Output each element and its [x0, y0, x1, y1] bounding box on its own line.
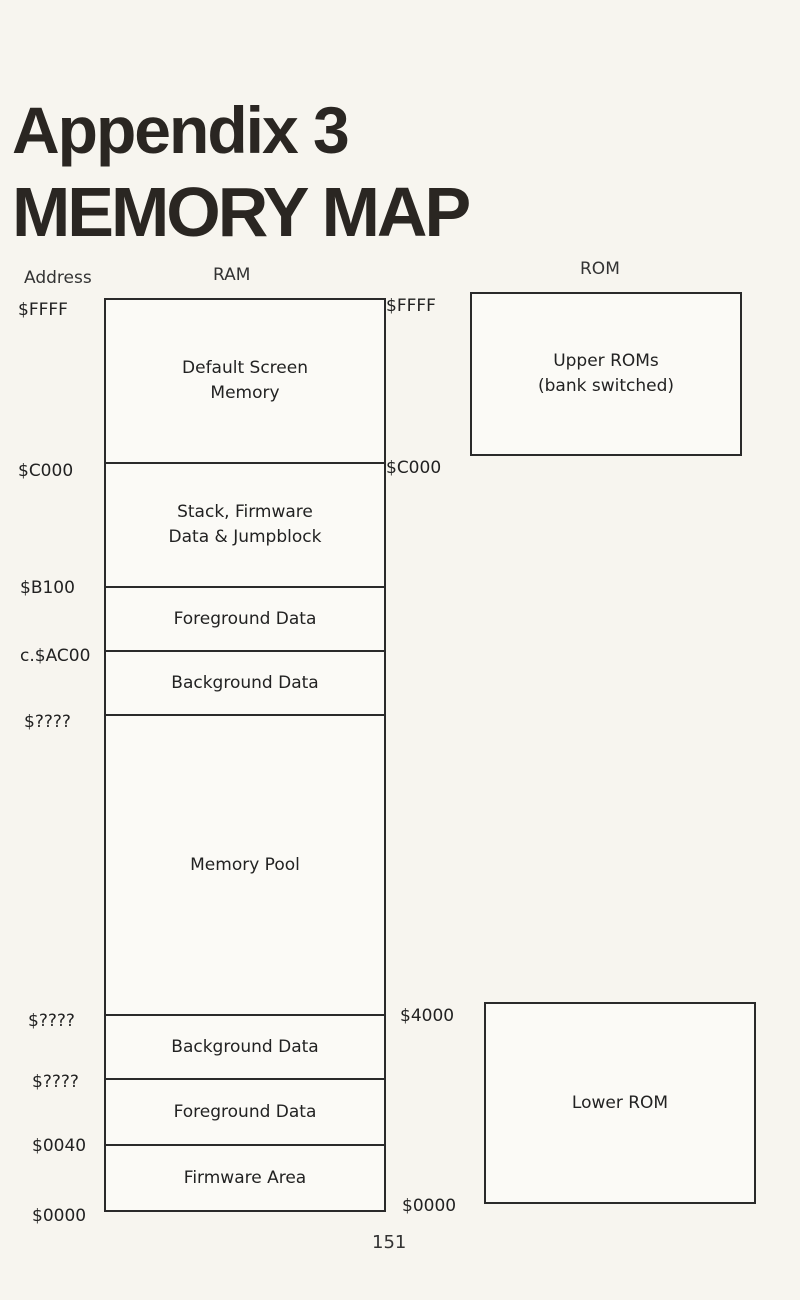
appendix-title: Appendix 3 — [12, 93, 350, 167]
rom-address-label: $4000 — [400, 1006, 455, 1026]
address-column-header: Address — [24, 268, 92, 288]
ram-address-label: $???? — [24, 712, 71, 732]
ram-address-label: $0000 — [32, 1206, 87, 1226]
ram-region-firmware-area: Firmware Area — [106, 1144, 384, 1210]
upper-rom-label: Upper ROMs (bank switched) — [537, 351, 675, 396]
memory-map-title: MEMORY MAP — [12, 173, 471, 251]
upper-rom-block: Upper ROMs (bank switched) — [470, 292, 742, 456]
ram-address-label: $0040 — [32, 1136, 87, 1156]
ram-block: Default Screen Memory Stack, Firmware Da… — [104, 298, 386, 1212]
ram-address-label: $C000 — [18, 461, 74, 481]
ram-region-default-screen-memory: Default Screen Memory — [182, 358, 308, 403]
ram-region-background-data-lower: Background Data — [106, 1014, 384, 1078]
ram-column-header: RAM — [213, 265, 251, 285]
ram-region-memory-pool: Memory Pool — [106, 714, 384, 1014]
lower-rom-label: Lower ROM — [571, 1092, 669, 1113]
rom-address-label: $FFFF — [386, 296, 436, 316]
rom-address-label: $C000 — [386, 458, 442, 478]
ram-region-foreground-data-upper: Foreground Data — [106, 586, 384, 650]
rom-address-label: $0000 — [402, 1196, 457, 1216]
ram-region-background-data-upper: Background Data — [106, 650, 384, 714]
ram-region-stack-firmware-data: Stack, Firmware Data & Jumpblock — [106, 462, 384, 586]
ram-region-foreground-data-lower: Foreground Data — [106, 1078, 384, 1144]
ram-address-label: $???? — [28, 1011, 75, 1031]
lower-rom-block: Lower ROM — [484, 1002, 756, 1204]
page-number: 151 — [372, 1232, 407, 1253]
ram-address-label: $FFFF — [18, 300, 68, 320]
ram-address-label: c.$AC00 — [20, 646, 91, 666]
rom-column-header: ROM — [580, 259, 620, 279]
ram-address-label: $B100 — [20, 578, 75, 598]
ram-address-label: $???? — [32, 1072, 79, 1092]
